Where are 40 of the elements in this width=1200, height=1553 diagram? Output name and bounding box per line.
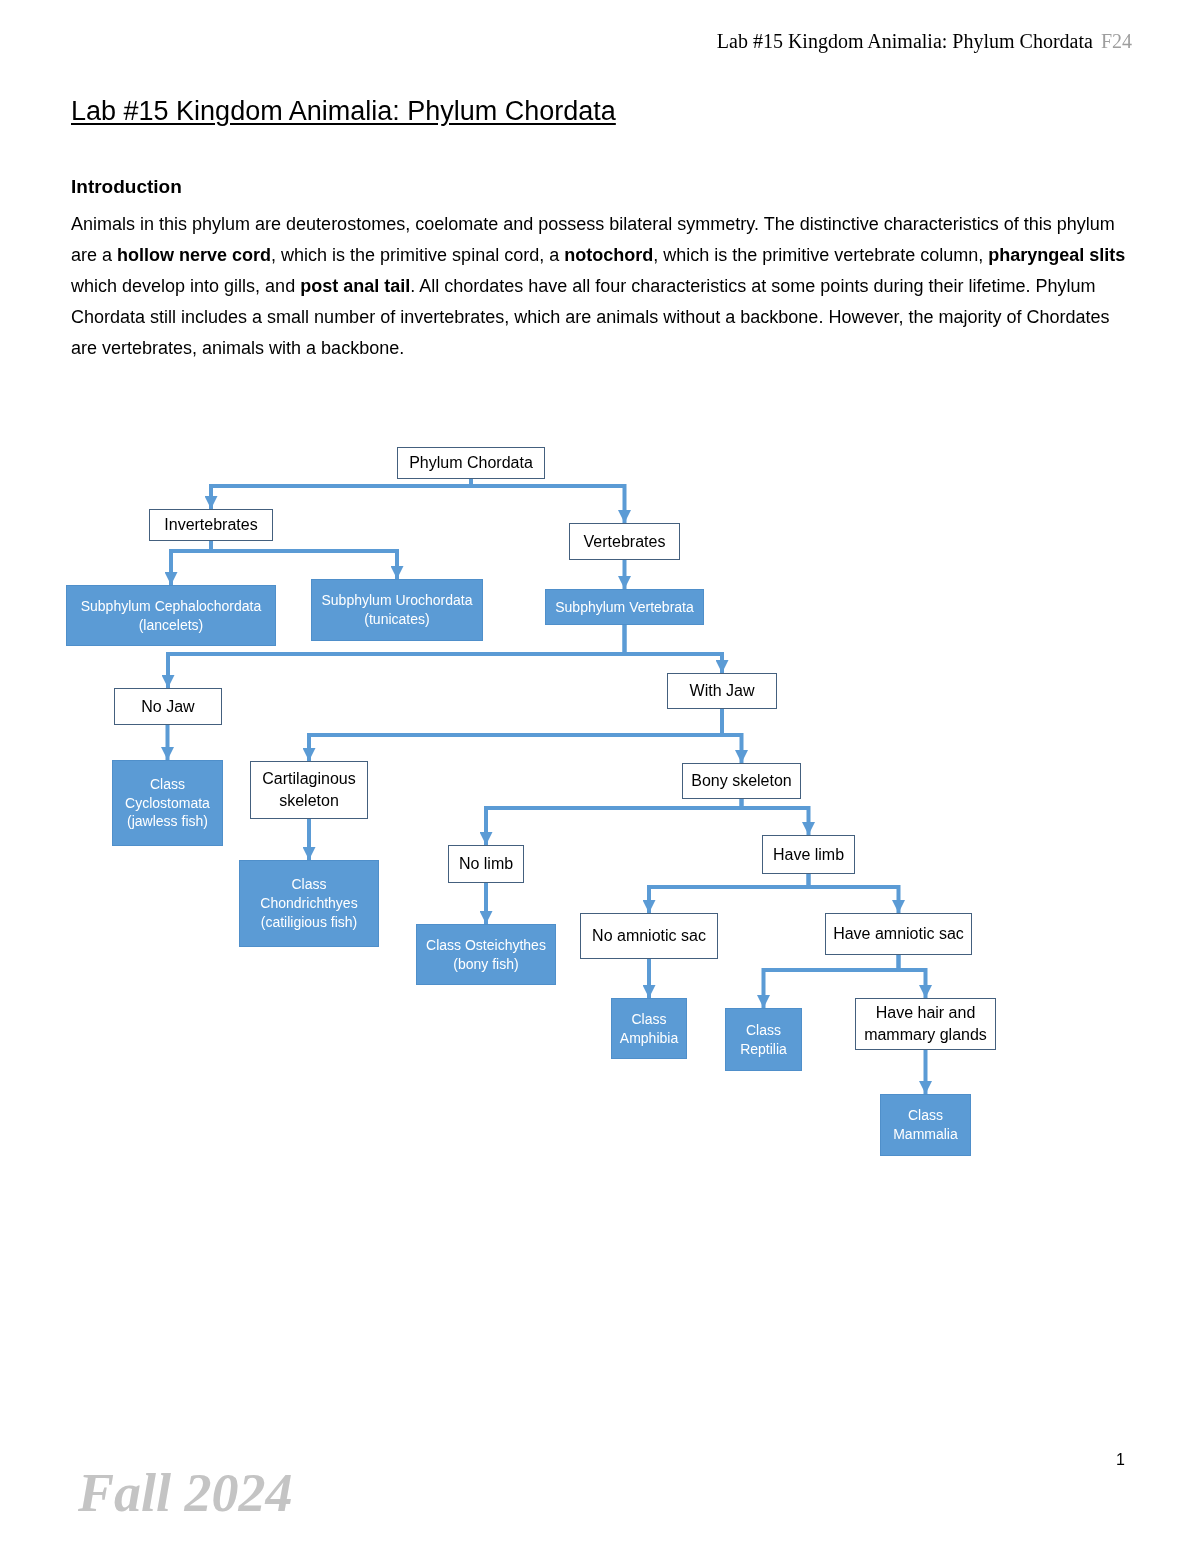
running-header: Lab #15 Kingdom Animalia: Phylum Chordata: [716, 30, 1093, 53]
taxon-box: Class Mammalia: [880, 1094, 971, 1156]
footer-text: Fall 2024: [78, 1462, 293, 1524]
arrow: [806, 874, 905, 913]
trait-box: Have hair and mammary glands: [855, 998, 996, 1050]
arrow: [739, 799, 815, 835]
header-code: F24: [1100, 30, 1132, 53]
arrow: [618, 560, 631, 589]
trait-box: No limb: [448, 845, 524, 883]
arrow: [642, 959, 656, 998]
trait-box: Have amniotic sac: [825, 913, 972, 955]
trait-box: Invertebrates: [149, 509, 273, 541]
trait-box: Have limb: [762, 835, 855, 874]
taxon-box: Class Osteichythes (bony fish): [416, 924, 556, 985]
trait-box: With Jaw: [667, 673, 777, 709]
page-number: 1: [1116, 1451, 1125, 1469]
trait-box: No amniotic sac: [580, 913, 718, 959]
arrow: [896, 955, 932, 998]
taxon-box: Class Chondrichthyes (catiligious fish): [239, 860, 379, 947]
arrow: [479, 883, 493, 924]
trait-box: Bony skeleton: [682, 763, 801, 799]
trait-box: Cartilaginous skeleton: [250, 761, 368, 819]
arrow: [302, 819, 316, 860]
trait-box: No Jaw: [114, 688, 222, 725]
arrow: [209, 541, 404, 579]
page-title: Lab #15 Kingdom Animalia: Phylum Chordata: [71, 96, 616, 127]
arrow: [469, 479, 631, 523]
taxon-box: Subphylum Vertebrata: [545, 589, 704, 625]
arrow: [161, 725, 174, 760]
taxon-box: Subphylum Cephalochordata (lancelets): [66, 585, 276, 646]
taxon-box: Class Amphibia: [611, 998, 687, 1059]
taxon-box: Class Cyclostomata (jawless fish): [112, 760, 223, 846]
trait-box: Vertebrates: [569, 523, 680, 560]
arrow: [919, 1050, 932, 1094]
taxon-box: Subphylum Urochordata (tunicates): [311, 579, 483, 641]
trait-box: Phylum Chordata: [397, 447, 545, 479]
arrow: [622, 625, 729, 673]
taxon-box: Class Reptilia: [725, 1008, 802, 1071]
intro-paragraph: Animals in this phylum are deuterostomes, coelomate and possess bilateral symmetry. The distinctive characteristics of this phylum are a hollow nerve cord, which is the primitive spinal cord, a notochord, which is the primitive vertebrate column, pharyngeal slits which develop into gills, and post anal tail. All chordates have all four characteristics at some points during their lifetime. Phylum Chordata still includes a small number of invertebrates, which are animals without a backbone. However, the majority of Chordates are vertebrates, animals with a backbone.: [71, 213, 1127, 360]
section-heading: Introduction: [71, 176, 182, 198]
